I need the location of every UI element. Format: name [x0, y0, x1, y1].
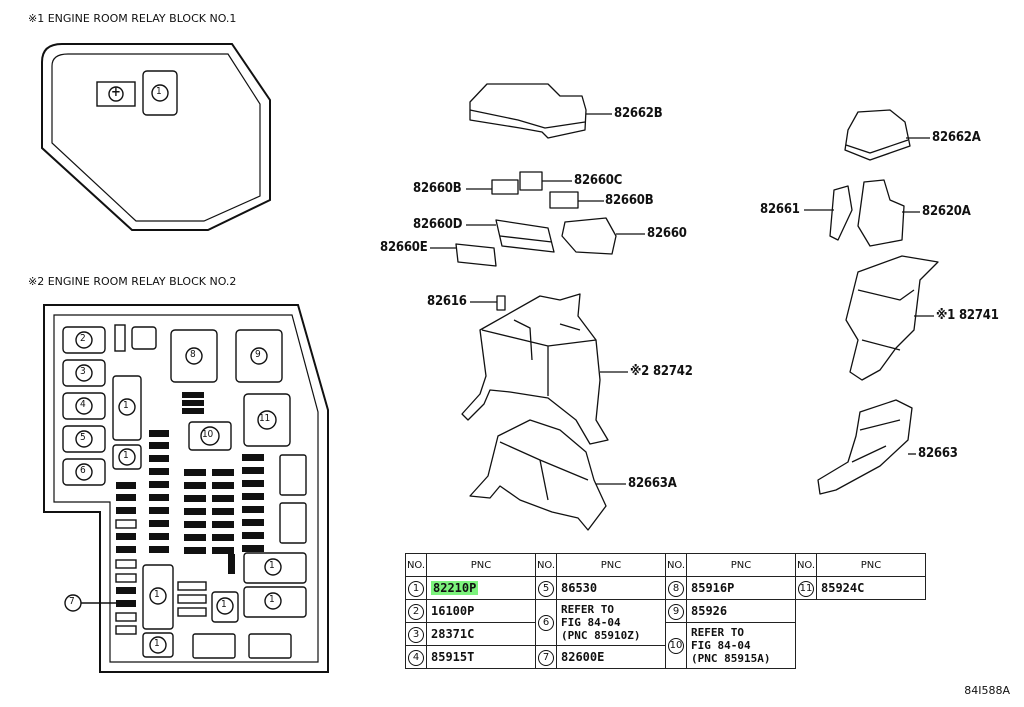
- label-82660: 82660: [647, 226, 687, 241]
- cover-82663: [817, 399, 913, 495]
- refer-line: (PNC 85910Z): [561, 629, 641, 642]
- block2-num-1c: 1: [269, 560, 275, 571]
- fuse-slots: [116, 392, 264, 607]
- row-number: 4: [408, 649, 424, 666]
- refer-line: FIG 84-04: [561, 616, 621, 629]
- header-no: NO.: [795, 553, 817, 577]
- row-number: 2: [408, 603, 424, 620]
- cover-82662B: [469, 83, 587, 139]
- pnc-cell[interactable]: 85916P: [686, 576, 796, 600]
- block2-num-1f: 1: [221, 599, 227, 610]
- conn-82660B-left: [491, 179, 519, 195]
- block2-num-4: 4: [80, 399, 86, 410]
- header-pnc: PNC: [816, 553, 926, 577]
- block1-plus-symbol: +: [111, 85, 121, 100]
- label-82663A: 82663A: [628, 476, 677, 491]
- label-82660B-left: 82660B: [413, 181, 462, 196]
- cap-82662A: [844, 109, 911, 161]
- refer-line: REFER TO: [691, 626, 744, 639]
- pnc-cell[interactable]: 28371C: [426, 622, 536, 646]
- pnc-cell[interactable]: 85915T: [426, 645, 536, 669]
- conn-82660E: [455, 243, 497, 267]
- block2-num-5: 5: [80, 432, 86, 443]
- label-82660E: 82660E: [380, 240, 428, 255]
- block2-num-3: 3: [80, 366, 86, 377]
- label-82620A: 82620A: [922, 204, 971, 219]
- diagram-code: 84I588A: [964, 684, 1010, 697]
- block2-num-1b: 1: [123, 450, 129, 461]
- block2-num-9: 9: [255, 349, 261, 360]
- header-pnc: PNC: [556, 553, 666, 577]
- block2-num-7: 7: [69, 596, 75, 607]
- relay-82661: [829, 185, 853, 241]
- label-82661: 82661: [760, 202, 800, 217]
- header-no: NO.: [405, 553, 427, 577]
- pnc-cell[interactable]: 86530: [556, 576, 666, 600]
- header-no: NO.: [665, 553, 687, 577]
- pnc-cell[interactable]: 82600E: [556, 645, 666, 669]
- pnc-cell[interactable]: 16100P: [426, 599, 536, 623]
- block2-num-6: 6: [80, 465, 86, 476]
- label-82662B: 82662B: [614, 106, 663, 121]
- label-82660D: 82660D: [413, 217, 463, 232]
- housing-82742: [461, 293, 609, 445]
- header-pnc: PNC: [686, 553, 796, 577]
- pnc-cell[interactable]: 85926: [686, 599, 796, 623]
- row-number: 5: [538, 580, 554, 597]
- label-82660B-right: 82660B: [605, 193, 654, 208]
- row-number: 3: [408, 626, 424, 643]
- pnc-table: NO. PNC NO. PNC NO. PNC NO. PNC 1 82210P…: [405, 553, 926, 669]
- row-number: 1: [408, 580, 424, 597]
- pnc-highlighted[interactable]: 82210P: [431, 581, 479, 595]
- label-82662A: 82662A: [932, 130, 981, 145]
- row-number: 11: [798, 580, 814, 597]
- row-number: 10: [668, 638, 684, 654]
- block2-num-1a: 1: [123, 400, 129, 411]
- block2-num-11: 11: [259, 413, 271, 424]
- pnc-cell[interactable]: 82210P: [426, 576, 536, 600]
- block2-title: ※2 ENGINE ROOM RELAY BLOCK NO.2: [28, 275, 237, 288]
- refer-line: REFER TO: [561, 603, 614, 616]
- refer-line: FIG 84-04: [691, 639, 751, 652]
- header-pnc: PNC: [426, 553, 536, 577]
- row-number: 9: [668, 603, 684, 620]
- block2-num-1d: 1: [269, 594, 275, 605]
- cover-82663A: [469, 419, 607, 531]
- row-number: 6: [538, 615, 554, 631]
- label-82660C: 82660C: [574, 173, 623, 188]
- label-82663: 82663: [918, 446, 958, 461]
- block1-num-1: 1: [156, 86, 162, 97]
- block2-num-1e: 1: [154, 589, 160, 600]
- block1-terminal: [96, 81, 136, 107]
- label-82616: 82616: [427, 294, 467, 309]
- block2-num-1g: 1: [154, 638, 160, 649]
- row-number: 8: [668, 580, 684, 597]
- label-82741: ※1 82741: [936, 308, 999, 323]
- pin-82616: [496, 295, 506, 311]
- refer-line: (PNC 85915A): [691, 652, 771, 665]
- block1-outline: [41, 43, 271, 231]
- header-no: NO.: [535, 553, 557, 577]
- block2-outline: [43, 304, 329, 673]
- conn-82660: [561, 217, 617, 255]
- block1-title: ※1 ENGINE ROOM RELAY BLOCK NO.1: [28, 12, 237, 25]
- block2-num-8: 8: [190, 349, 196, 360]
- pnc-refer-cell: REFER TO FIG 84-04 (PNC 85915A): [686, 622, 796, 669]
- pnc-refer-cell: REFER TO FIG 84-04 (PNC 85910Z): [556, 599, 666, 646]
- relay-82620A: [857, 179, 905, 247]
- housing-82741: [845, 255, 939, 381]
- block2-num-10: 10: [202, 429, 214, 440]
- conn-82660D: [495, 219, 555, 253]
- block2-num-2: 2: [80, 333, 86, 344]
- pnc-cell[interactable]: 85924C: [816, 576, 926, 600]
- row-number: 7: [538, 649, 554, 666]
- label-82742: ※2 82742: [630, 364, 693, 379]
